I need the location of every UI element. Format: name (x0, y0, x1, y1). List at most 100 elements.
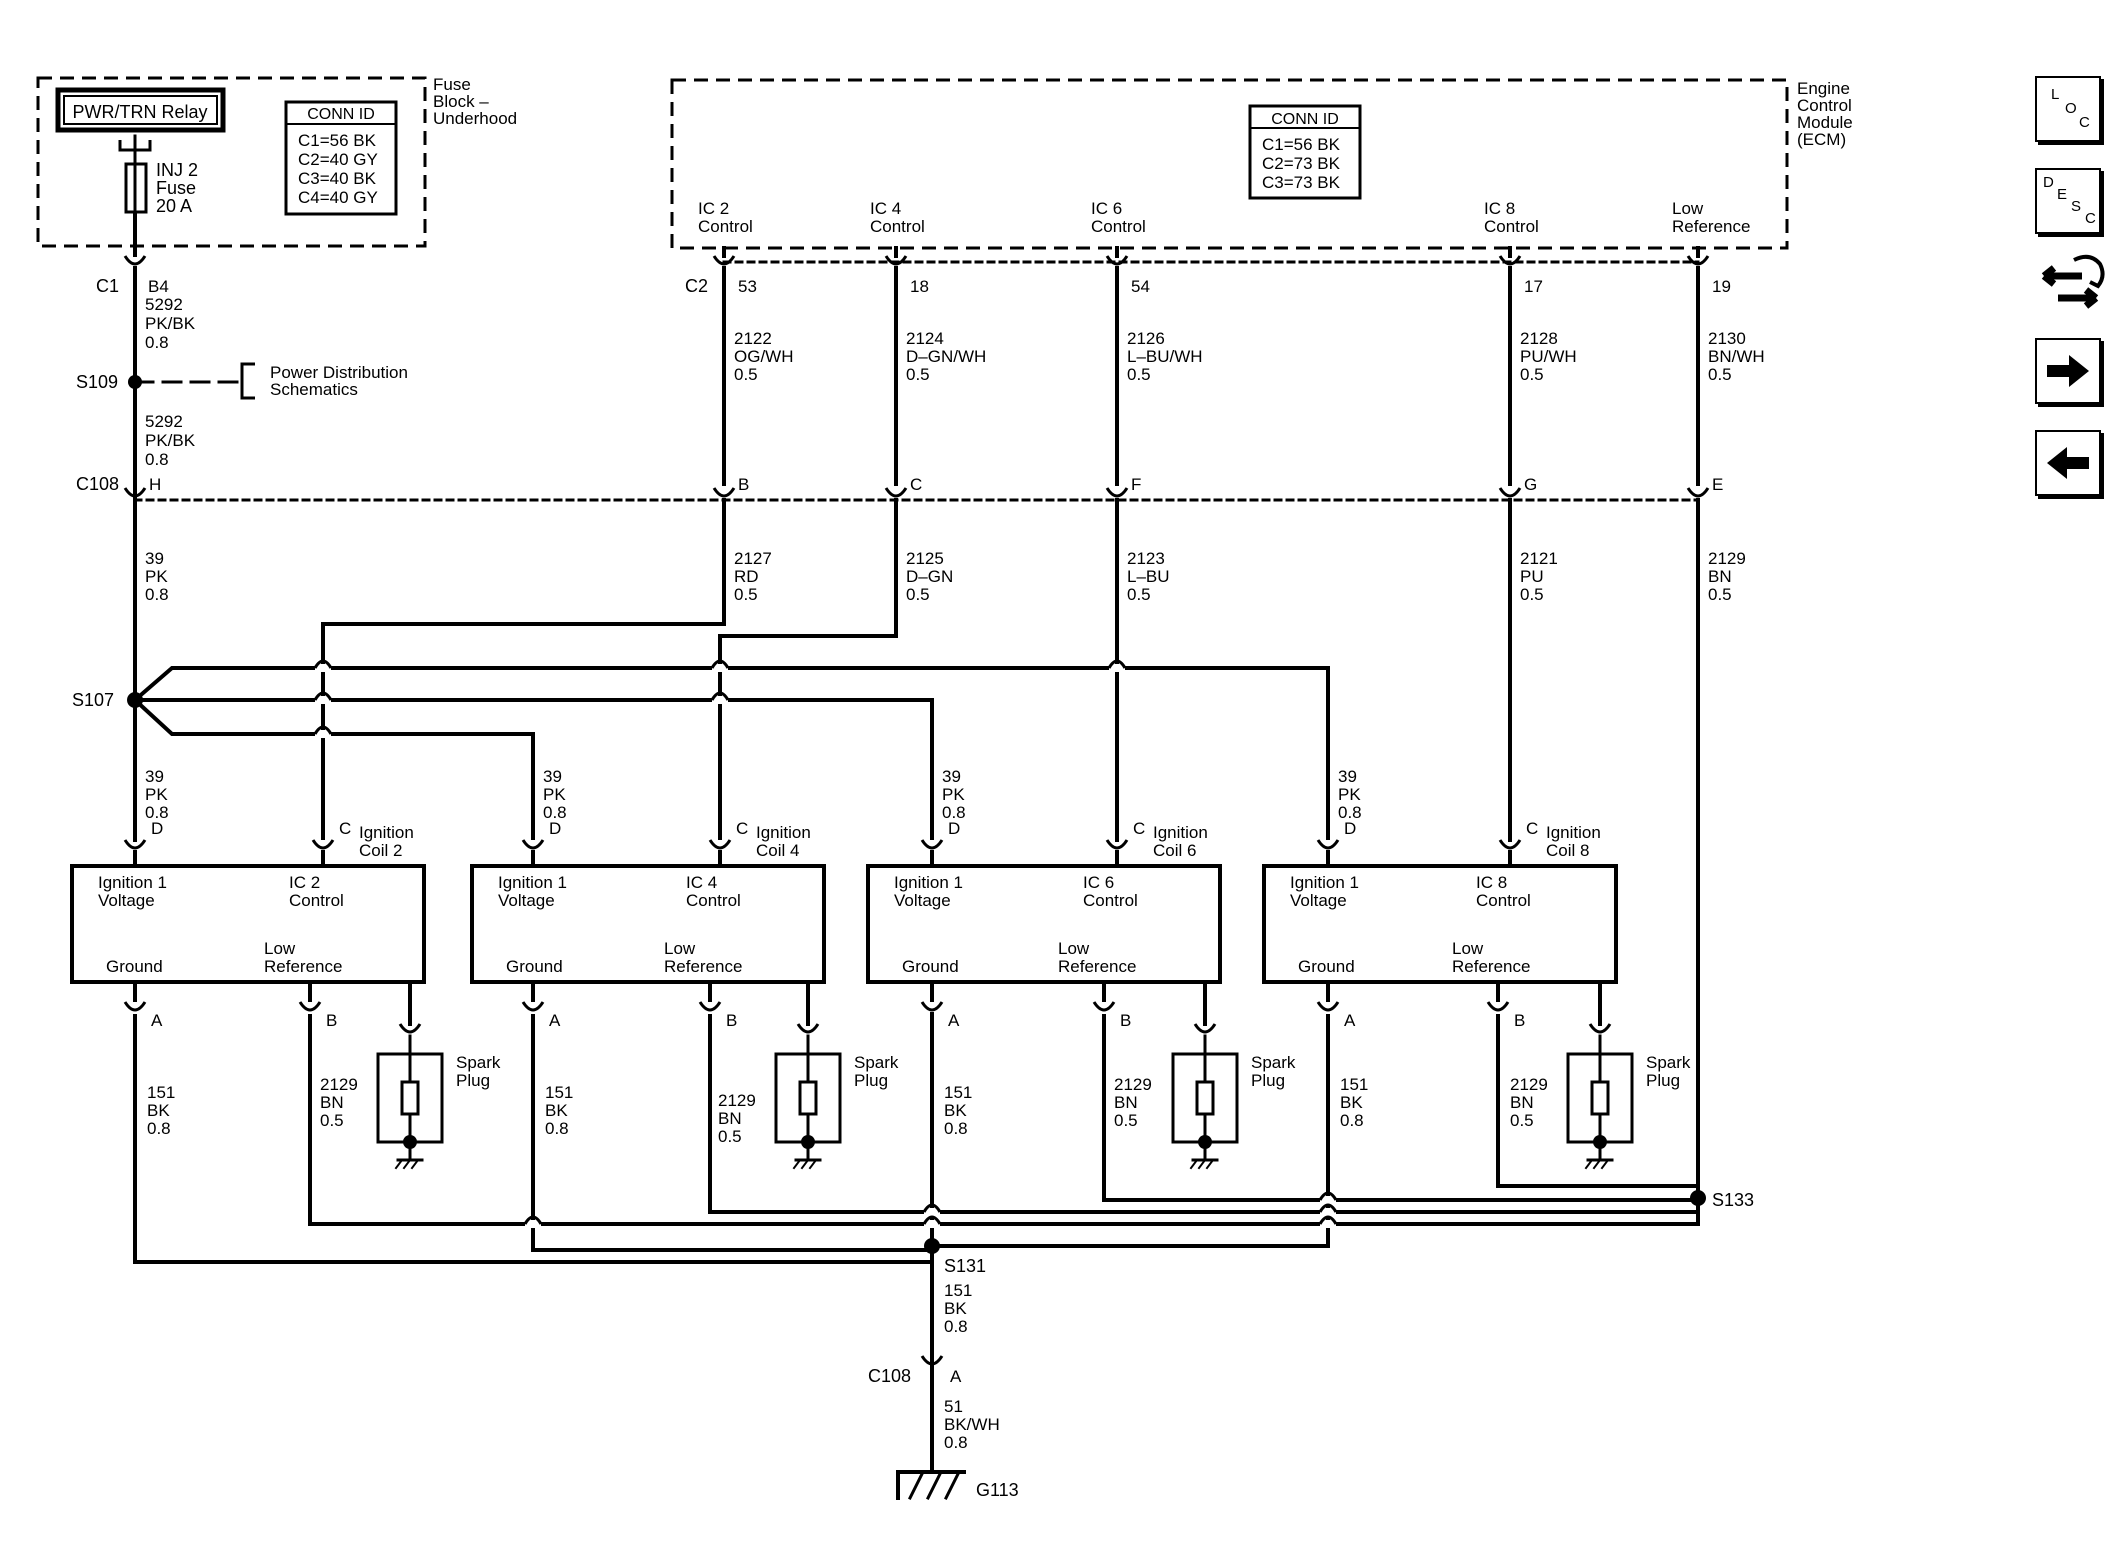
coil6-low-ref (1102, 1014, 1698, 1202)
s109-label: S109 (76, 372, 118, 392)
c108-ground-pin: A (950, 1367, 962, 1386)
wire-crossover (1318, 1215, 1338, 1225)
c108-terminal (1105, 487, 1129, 498)
ecm-conn-entry: C1=56 BK (1262, 135, 1341, 154)
location-button[interactable]: L O C (2035, 76, 2101, 142)
next-button[interactable] (2035, 338, 2101, 404)
coil8-ground (932, 1014, 1330, 1248)
coil-pin-b: B (1514, 1011, 1525, 1030)
fuse-conn-entry: C2=40 GY (298, 150, 378, 169)
connector-view-button[interactable] (2030, 246, 2110, 326)
s131-label: S131 (944, 1256, 986, 1276)
coil-d-terminal (920, 839, 944, 850)
coil-b-terminal (298, 1001, 322, 1012)
ignition-coil-2-box (70, 864, 426, 984)
coil-pin-a: A (549, 1011, 561, 1030)
chassis-ground-symbol (1600, 1158, 1610, 1170)
connector-hand-icon (2041, 254, 2105, 309)
c1-terminal (123, 255, 147, 266)
back-button[interactable] (2035, 430, 2101, 496)
spark-plug-element (400, 1080, 420, 1116)
spark-terminal (398, 1023, 422, 1034)
description-button[interactable]: D E S C (2035, 168, 2101, 234)
wire-crossover (1320, 1196, 1336, 1204)
ecm-pin-ic6-terminal (1105, 255, 1129, 266)
g113-hatch (907, 1471, 925, 1501)
wire-crossover (315, 664, 331, 672)
s133-splice (1690, 1190, 1706, 1206)
coil-ground-label: Ground (506, 957, 563, 976)
fuse-conn-entry: C4=40 GY (298, 188, 378, 207)
wire-crossover (922, 1203, 942, 1213)
ecm-conn-title: CONN ID (1271, 111, 1339, 128)
s133-label: S133 (1712, 1190, 1754, 1210)
wire-crossover (315, 696, 331, 704)
ignition-coil-6-box (866, 864, 1222, 984)
wire-crossover (523, 1215, 543, 1225)
desc-letter-s: S (2071, 198, 2082, 215)
coil-pin-b: B (326, 1011, 337, 1030)
arrow-right-icon (2047, 355, 2089, 387)
c108-pin-label: G (1524, 475, 1537, 494)
coil-pin-a: A (151, 1011, 163, 1030)
coil-pin-d: D (948, 819, 960, 838)
chassis-ground-symbol (800, 1158, 810, 1170)
coil2-low-ref (308, 1014, 1700, 1226)
wire-crossover (710, 691, 730, 701)
ign-feed-coil4 (133, 698, 535, 840)
chassis-ground-symbol (1189, 1158, 1199, 1170)
wire-crossover (1318, 1203, 1338, 1213)
coil-a-terminal (123, 1001, 147, 1012)
spark-plug-element (1195, 1080, 1215, 1116)
coil2-ground (133, 1014, 932, 1264)
wire-crossover (313, 659, 333, 669)
loc-letter-o: O (2065, 100, 2077, 117)
wire-crossover (525, 1220, 541, 1228)
coil-pin-c: C (1526, 819, 1538, 838)
coil4-ground (531, 1014, 932, 1252)
c1-pin-label: B4 (148, 277, 169, 296)
power-dist-bracket (240, 362, 255, 400)
chassis-ground-symbol (410, 1158, 420, 1170)
wire-crossover (1320, 1208, 1336, 1216)
coil-c-terminal (311, 839, 335, 850)
chassis-ground-symbol (792, 1158, 802, 1170)
desc-letter-c: C (2085, 210, 2096, 227)
spark-terminal (1193, 1023, 1217, 1034)
coil-pin-d: D (151, 819, 163, 838)
coil-d-terminal (1316, 839, 1340, 850)
g113-hatch (943, 1471, 961, 1501)
ecm-conn-entry: C2=73 BK (1262, 154, 1341, 173)
wire-crossover (313, 691, 333, 701)
spark-plug-element (1590, 1080, 1610, 1116)
ecm-pin-number: 53 (738, 277, 757, 296)
